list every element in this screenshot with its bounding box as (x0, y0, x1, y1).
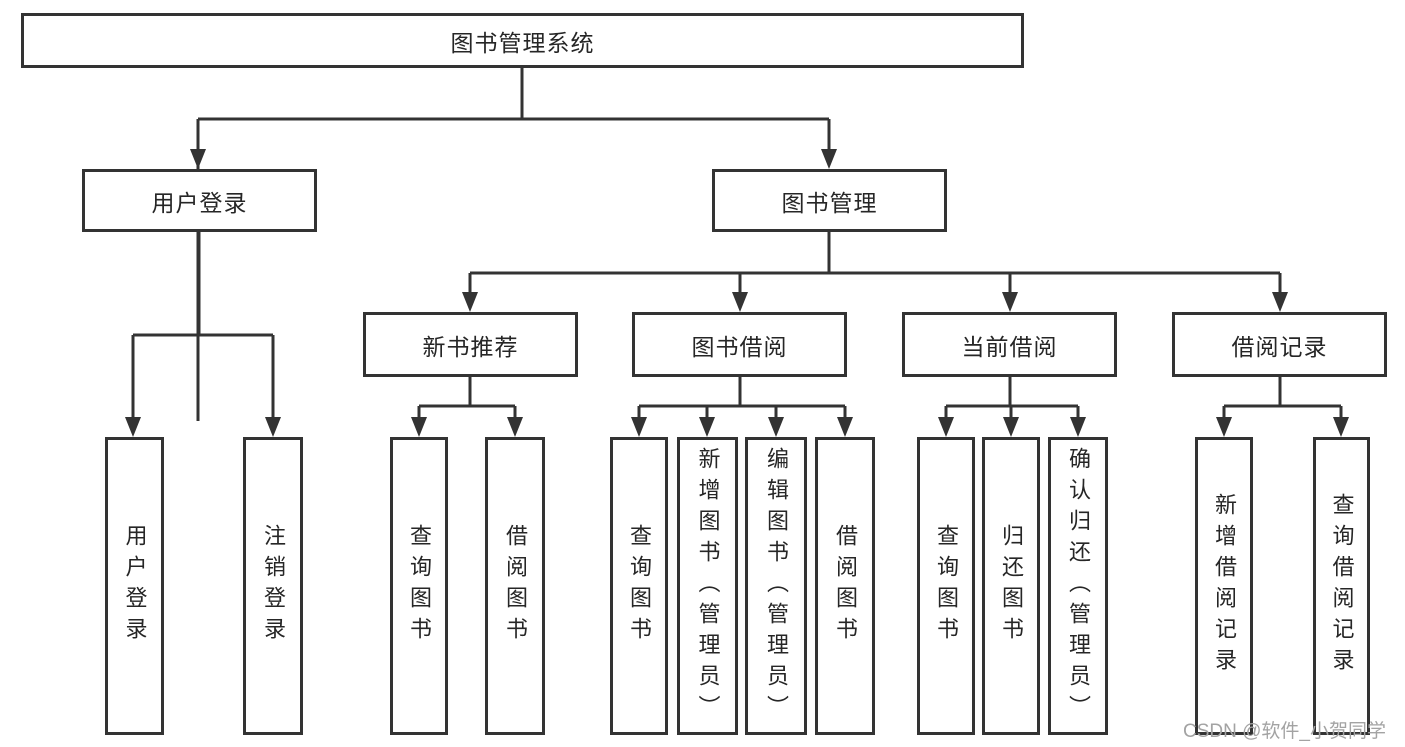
watermark-text: CSDN @软件_小贺同学 (1183, 721, 1386, 742)
node-book-management-label: 图书管理 (781, 189, 878, 216)
leaf-query-book-borrow-label: 查询图书 (627, 524, 652, 648)
leaf-query-book-recommend-label: 查询图书 (407, 524, 432, 648)
node-borrow-records-label: 借阅记录 (1231, 333, 1328, 360)
arrowheads (125, 149, 1349, 437)
leaf-return-book-label: 归还图书 (999, 524, 1024, 648)
node-current-borrow: 当前借阅 (902, 312, 1117, 377)
leaf-add-borrow-record-label: 新增借阅记录 (1212, 493, 1237, 679)
leaf-query-borrow-record-label: 查询借阅记录 (1329, 493, 1355, 679)
leaf-add-book-admin-label: 新增图书（管理员） (695, 446, 721, 726)
node-root: 图书管理系统 (21, 13, 1024, 68)
leaf-edit-book-admin: 编辑图书（管理员） (745, 437, 807, 735)
leaf-borrow-book-recommend-label: 借阅图书 (503, 524, 528, 648)
node-root-label: 图书管理系统 (450, 29, 595, 56)
node-book-borrow: 图书借阅 (632, 312, 847, 377)
leaf-query-book-current-label: 查询图书 (934, 524, 959, 648)
leaf-borrow-book-recommend: 借阅图书 (485, 437, 545, 735)
leaf-add-book-admin: 新增图书（管理员） (677, 437, 738, 735)
leaf-logout: 注销登录 (243, 437, 303, 735)
leaf-borrow-book-label: 借阅图书 (833, 524, 858, 648)
leaf-user-login-label: 用户登录 (122, 524, 148, 648)
node-borrow-records: 借阅记录 (1172, 312, 1387, 377)
leaf-add-borrow-record: 新增借阅记录 (1195, 437, 1253, 735)
node-current-borrow-label: 当前借阅 (961, 333, 1058, 360)
leaf-query-book-borrow: 查询图书 (610, 437, 668, 735)
leaf-confirm-return-admin: 确认归还（管理员） (1048, 437, 1108, 735)
leaf-query-book-current: 查询图书 (917, 437, 975, 735)
leaf-return-book: 归还图书 (982, 437, 1040, 735)
leaf-confirm-return-admin-label: 确认归还（管理员） (1066, 446, 1091, 726)
leaf-logout-label: 注销登录 (261, 524, 286, 648)
node-user-login-label: 用户登录 (151, 189, 248, 216)
leaf-query-borrow-record: 查询借阅记录 (1313, 437, 1370, 735)
node-book-management: 图书管理 (712, 169, 947, 232)
leaf-edit-book-admin-label: 编辑图书（管理员） (764, 446, 789, 726)
node-new-book-recommend: 新书推荐 (363, 312, 578, 377)
leaf-query-book-recommend: 查询图书 (390, 437, 448, 735)
node-user-login: 用户登录 (82, 169, 317, 232)
node-new-book-recommend-label: 新书推荐 (422, 333, 519, 360)
leaf-borrow-book: 借阅图书 (815, 437, 875, 735)
leaf-user-login: 用户登录 (105, 437, 164, 735)
node-book-borrow-label: 图书借阅 (691, 333, 788, 360)
